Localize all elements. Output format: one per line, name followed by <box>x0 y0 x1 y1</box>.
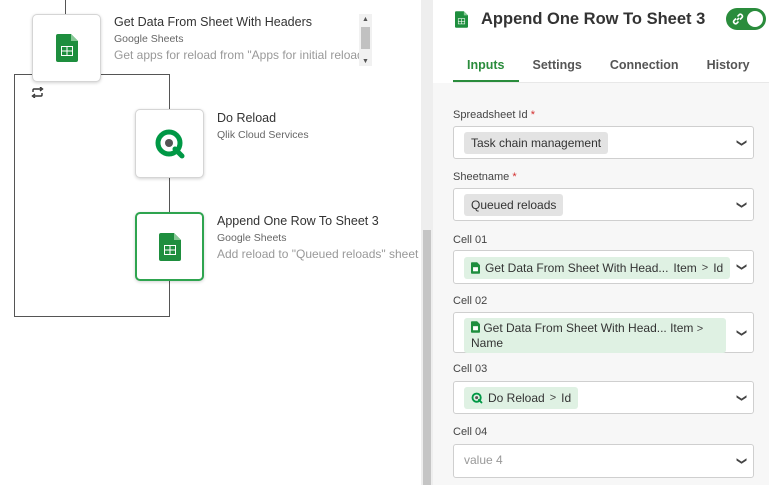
cell04-label: Cell 04 <box>453 426 488 438</box>
mapping-source: Get Data From Sheet With Head... <box>485 261 669 275</box>
tabs-divider <box>453 82 769 83</box>
mapping-chip: Get Data From Sheet With Head... Item > … <box>464 318 726 353</box>
node-do-reload-text: Do Reload Qlik Cloud Services <box>217 110 309 142</box>
loop-line-bottom <box>14 316 170 317</box>
google-sheets-icon <box>158 232 181 261</box>
chevron-down-icon[interactable]: ❯ <box>735 262 747 272</box>
loop-line-top <box>101 74 170 75</box>
node-append-row[interactable] <box>135 212 204 281</box>
loop-line-top-left <box>14 74 32 75</box>
cell04-field[interactable]: value 4 ❯ <box>453 444 754 478</box>
inputs-form: Spreadsheet Id * Task chain management ❯… <box>433 83 769 485</box>
sheetname-label: Sheetname * <box>453 171 517 183</box>
chevron-down-icon[interactable]: ❯ <box>735 328 747 337</box>
panel-tabs: Inputs Settings Connection History <box>453 56 764 82</box>
canvas-scrollbar[interactable] <box>421 0 433 485</box>
value-chip: Queued reloads <box>464 194 564 216</box>
canvas-scroll-thumb[interactable] <box>423 230 431 485</box>
cell02-label: Cell 02 <box>453 295 488 307</box>
label-text: Spreadsheet Id <box>453 109 528 121</box>
chevron-right-icon: > <box>696 323 704 335</box>
google-sheets-icon <box>455 11 468 33</box>
qlik-icon <box>471 392 483 404</box>
panel-title: Append One Row To Sheet 3 <box>481 10 706 28</box>
tab-history[interactable]: History <box>706 58 750 72</box>
google-sheets-icon <box>55 34 78 62</box>
node-description-scrollbar[interactable]: ▲ ▼ <box>359 14 372 66</box>
qlik-icon <box>155 129 184 158</box>
value-chip: Task chain management <box>464 132 609 154</box>
cell03-label: Cell 03 <box>453 363 488 375</box>
mapping-path: Name <box>471 336 504 350</box>
mapping-path: Id <box>561 391 572 405</box>
connector-top <box>65 0 66 14</box>
spreadsheet-id-field[interactable]: Task chain management ❯ <box>453 126 754 159</box>
node-title: Append One Row To Sheet 3 <box>217 214 379 228</box>
node-subtitle: Google Sheets <box>217 232 287 244</box>
mapping-path: Item <box>670 321 694 335</box>
label-text: Sheetname <box>453 171 510 183</box>
chevron-down-icon[interactable]: ❯ <box>735 200 747 209</box>
scroll-thumb[interactable] <box>361 27 370 49</box>
chevron-down-icon[interactable]: ❯ <box>735 456 747 466</box>
loop-line-right-upper <box>169 74 170 109</box>
block-config-panel: Append One Row To Sheet 3 Inputs Setting… <box>433 0 769 485</box>
node-description: Get apps for reload from "Apps for initi… <box>114 48 368 62</box>
google-sheets-icon <box>471 321 480 333</box>
link-icon <box>732 13 744 25</box>
node-subtitle: Qlik Cloud Services <box>217 129 309 141</box>
node-append-row-text: Append One Row To Sheet 3 Google Sheets … <box>217 213 418 263</box>
loop-line-left <box>14 74 15 317</box>
mapping-path: Item <box>673 261 697 275</box>
flow-canvas[interactable]: Get Data From Sheet With Headers Google … <box>0 0 421 485</box>
cell03-field[interactable]: Do Reload > Id ❯ <box>453 381 754 414</box>
chevron-down-icon[interactable]: ❯ <box>735 138 747 147</box>
chevron-right-icon: > <box>549 392 557 404</box>
chevron-down-icon[interactable]: ❯ <box>735 393 747 402</box>
toggle-knob <box>747 11 763 27</box>
link-toggle[interactable] <box>726 8 766 30</box>
cell01-label: Cell 01 <box>453 234 488 246</box>
chevron-right-icon: > <box>701 262 709 274</box>
cell01-field[interactable]: Get Data From Sheet With Head... Item > … <box>453 250 754 284</box>
cell02-field[interactable]: Get Data From Sheet With Head... Item > … <box>453 312 754 353</box>
node-title: Get Data From Sheet With Headers <box>114 15 312 29</box>
mapping-chip: Do Reload > Id <box>464 387 579 409</box>
tab-connection[interactable]: Connection <box>609 58 679 72</box>
mapping-source: Get Data From Sheet With Head... <box>483 321 667 335</box>
node-description: Add reload to "Queued reloads" sheet <box>217 247 419 261</box>
loop-icon <box>31 86 44 101</box>
connector-bottom <box>169 281 170 317</box>
node-do-reload[interactable] <box>135 109 204 178</box>
node-title: Do Reload <box>217 111 277 125</box>
scroll-down-arrow-icon[interactable]: ▼ <box>362 58 369 65</box>
tab-settings[interactable]: Settings <box>532 58 582 72</box>
mapping-path: Id <box>713 261 724 275</box>
mapping-chip: Get Data From Sheet With Head... Item > … <box>464 257 731 279</box>
tab-inputs[interactable]: Inputs <box>453 56 519 82</box>
spreadsheet-id-label: Spreadsheet Id * <box>453 109 535 121</box>
connector-mid <box>169 178 170 212</box>
node-get-data-text: Get Data From Sheet With Headers Google … <box>114 14 368 64</box>
node-subtitle: Google Sheets <box>114 33 184 45</box>
mapping-source: Do Reload <box>488 391 545 405</box>
required-marker: * <box>530 109 535 121</box>
sheetname-field[interactable]: Queued reloads ❯ <box>453 188 754 221</box>
scroll-up-arrow-icon[interactable]: ▲ <box>362 16 369 23</box>
required-marker: * <box>512 171 517 183</box>
google-sheets-icon <box>471 262 480 274</box>
cell04-placeholder: value 4 <box>464 453 503 467</box>
node-get-data[interactable] <box>32 14 101 82</box>
